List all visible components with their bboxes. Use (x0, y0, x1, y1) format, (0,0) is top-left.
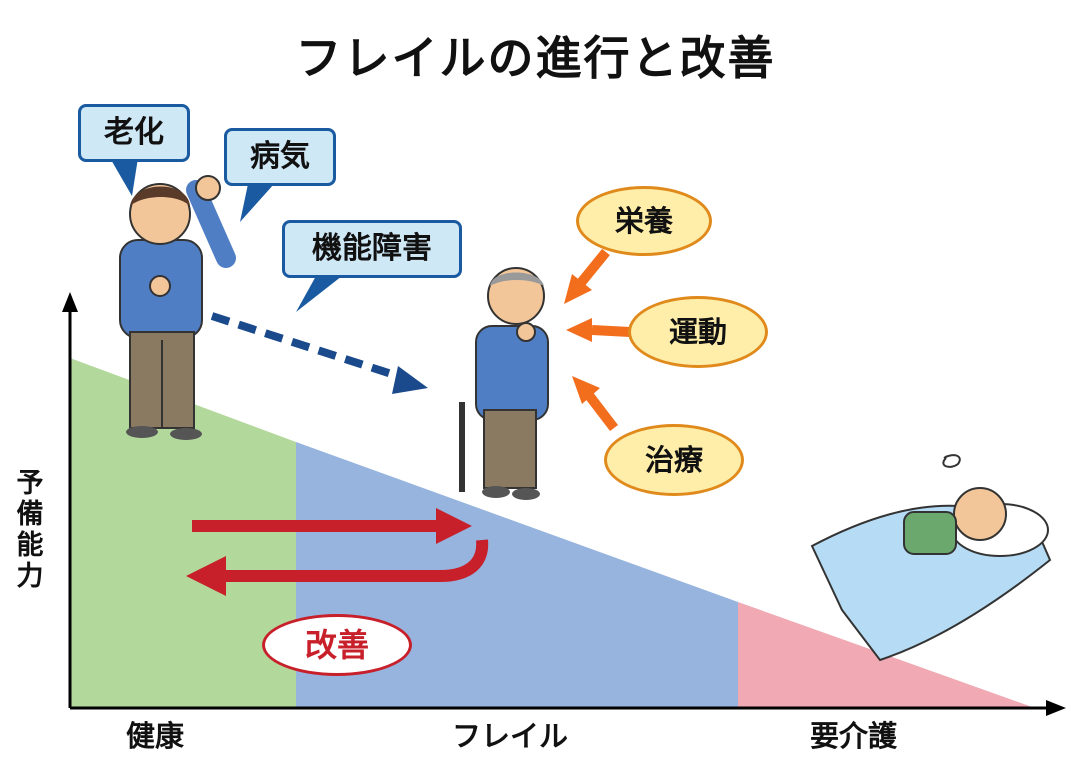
nutrition-arrow (576, 248, 610, 288)
treatment-arrowhead (572, 376, 600, 404)
region-healthy (70, 358, 296, 708)
page-title: フレイルの進行と改善 (295, 31, 776, 85)
intervention-treatment: 治療 (604, 424, 744, 496)
forward-arrowhead (436, 508, 472, 544)
stage-label-frailty: フレイル (452, 719, 569, 753)
improvement-return-arrow (226, 539, 489, 582)
exercise-arrowhead (566, 318, 592, 342)
exercise-arrow (591, 325, 631, 337)
frail-person-illustration (459, 267, 549, 500)
cause-bubble-illness: 病気 (224, 128, 336, 186)
intervention-exercise: 運動 (628, 296, 768, 368)
treatment-arrow (584, 390, 618, 432)
cause-bubble-dysfunction: 機能障害 (282, 220, 462, 278)
bubble-tail-aging (110, 158, 138, 196)
bedridden-person-illustration (810, 454, 1052, 662)
progression-arrow (210, 312, 406, 382)
intervention-nutrition: 栄養 (576, 186, 712, 256)
y-axis-arrowhead (62, 292, 78, 312)
progression-arrowhead (392, 366, 428, 394)
bubble-tail-illness (240, 184, 274, 222)
stage-label-healthy: 健康 (126, 719, 185, 753)
x-axis-arrowhead (1046, 700, 1066, 716)
improvement-label: 改善 (262, 614, 412, 676)
improvement-arrowhead (186, 556, 226, 596)
bubble-tail-dysfunction (296, 276, 342, 312)
healthy-person-illustration (119, 175, 236, 440)
stage-label-care: 要介護 (810, 719, 898, 753)
y-axis-label: 予備能力 (16, 468, 44, 592)
cause-bubble-aging: 老化 (78, 104, 190, 162)
nutrition-arrowhead (564, 274, 592, 304)
